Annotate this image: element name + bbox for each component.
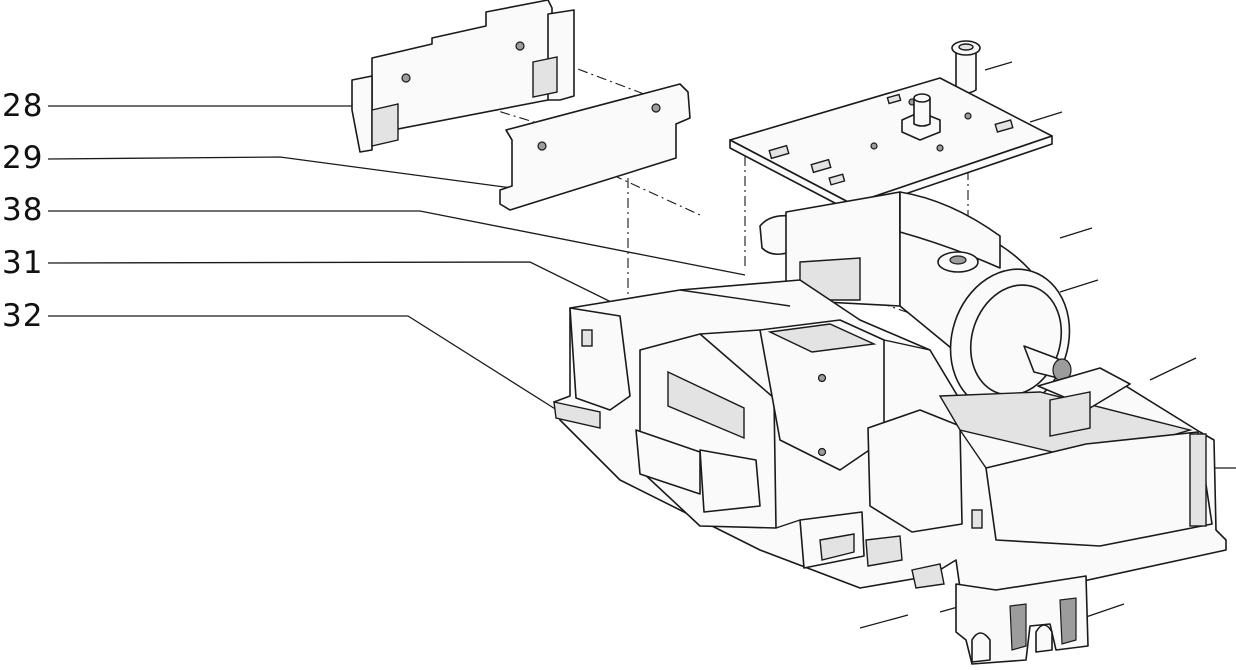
- leader-line-38: [48, 210, 746, 276]
- screw: [951, 40, 981, 94]
- callout-label-32: 32: [2, 298, 44, 334]
- leader-line-right-3: [1149, 357, 1197, 381]
- leader-line-29: [47, 156, 513, 189]
- circuit-board: [729, 77, 1053, 213]
- leader-line-bottom-3: [1085, 603, 1125, 618]
- callout-label-38: 38: [2, 192, 44, 228]
- leader-line-right-2: [1059, 279, 1099, 293]
- callout-label-29: 29: [2, 140, 44, 176]
- leader-line-32: [48, 315, 561, 413]
- chassis-base: [553, 279, 1227, 665]
- leader-line-board: [1029, 111, 1063, 123]
- motor: [759, 191, 1072, 412]
- part-28-bracket: [351, 0, 575, 153]
- callout-label-31: 31: [2, 245, 44, 281]
- leader-line-bottom-1: [859, 614, 909, 629]
- part-29-plate: [499, 83, 691, 211]
- callout-label-28: 28: [2, 88, 44, 124]
- leader-line-right-1: [1059, 227, 1093, 239]
- leader-line-screw: [984, 61, 1013, 71]
